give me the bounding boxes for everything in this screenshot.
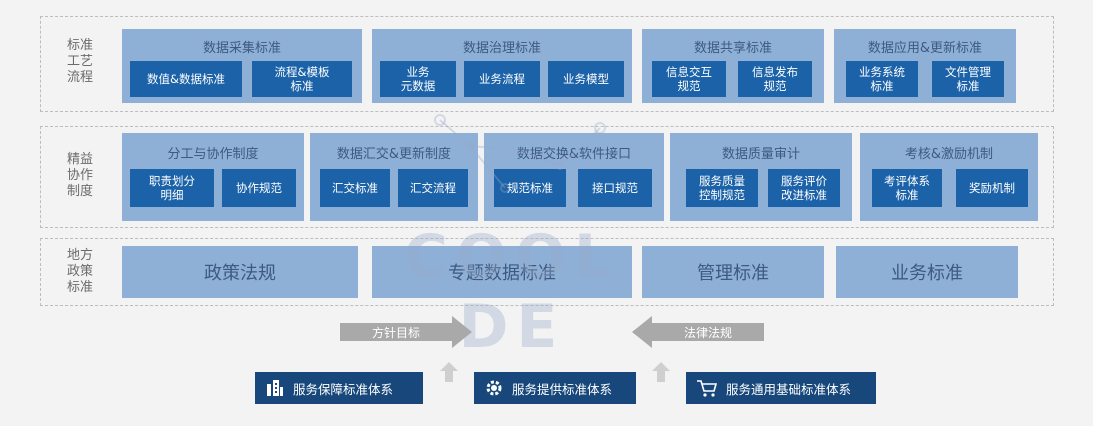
chip-info-release-spec: 信息发布 规范 xyxy=(738,61,812,97)
service-guarantee-system: 服务保障标准体系 xyxy=(255,372,423,404)
collab-row-label: 精益 协作 制度 xyxy=(66,152,93,199)
chip-service-evaluation: 服务评价 改进标准 xyxy=(768,169,840,207)
chip-value-data-standard: 数值&数据标准 xyxy=(130,61,242,97)
group-data-governance: 数据治理标准 业务 元数据 业务流程 业务模型 xyxy=(372,29,632,103)
group-title: 考核&激励机制 xyxy=(904,147,994,162)
management-standard: 管理标准 xyxy=(642,246,824,298)
cart-icon xyxy=(697,380,718,397)
arrow-left-shape xyxy=(632,316,764,348)
service-provision-system: 服务提供标准体系 xyxy=(474,372,636,404)
group-data-exchange: 数据交换&软件接口 规范标准 接口规范 xyxy=(484,133,664,221)
group-data-submission: 数据汇交&更新制度 汇交标准 汇交流程 xyxy=(310,133,478,221)
group-title: 数据交换&软件接口 xyxy=(516,147,632,162)
arrow-left-label: 法律法规 xyxy=(683,325,732,340)
chip-business-model: 业务模型 xyxy=(548,61,624,97)
chip-submission-standard: 汇交标准 xyxy=(320,169,390,207)
chip-info-exchange-spec: 信息交互 规范 xyxy=(652,61,726,97)
group-data-sharing: 数据共享标准 信息交互 规范 信息发布 规范 xyxy=(642,29,824,103)
building-icon xyxy=(267,380,283,396)
chip-submission-process: 汇交流程 xyxy=(398,169,468,207)
service-general-basic-system: 服务通用基础标准体系 xyxy=(686,372,876,404)
arrow-right-shape xyxy=(340,316,472,348)
group-title: 数据共享标准 xyxy=(693,41,772,56)
chip-reward-mechanism: 奖励机制 xyxy=(956,169,1028,207)
arrow-right-label: 方针目标 xyxy=(371,325,420,340)
service-provision-label: 服务提供标准体系 xyxy=(512,381,613,397)
business-standard: 业务标准 xyxy=(836,246,1018,298)
service-general-basic-label: 服务通用基础标准体系 xyxy=(726,381,852,397)
up-arrow-icon xyxy=(652,362,670,382)
group-data-collection: 数据采集标准 数值&数据标准 流程&模板 标准 xyxy=(122,29,362,103)
thematic-data-standard: 专题数据标准 xyxy=(372,246,632,298)
chip-business-metadata: 业务 元数据 xyxy=(380,61,456,97)
policy-row-label: 地方 政策 标准 xyxy=(66,248,93,295)
chip-spec-standard: 规范标准 xyxy=(494,169,566,207)
chip-collaboration-spec: 协作规范 xyxy=(222,169,296,207)
chip-file-management-standard: 文件管理 标准 xyxy=(932,61,1004,97)
process-row-label: 标准 工艺 流程 xyxy=(66,38,93,85)
chip-responsibility-details: 职责划分 明细 xyxy=(130,169,214,207)
chip-business-process: 业务流程 xyxy=(464,61,540,97)
chip-business-system-standard: 业务系统 标准 xyxy=(846,61,918,97)
chip-interface-spec: 接口规范 xyxy=(578,169,652,207)
group-title: 数据应用&更新标准 xyxy=(867,41,983,56)
group-title: 数据治理标准 xyxy=(462,41,541,56)
group-title: 数据汇交&更新制度 xyxy=(336,147,452,162)
policy-regulations: 政策法规 xyxy=(122,246,358,298)
service-guarantee-label: 服务保障标准体系 xyxy=(293,381,394,397)
gear-icon xyxy=(486,380,502,396)
group-title: 分工与协作制度 xyxy=(167,147,259,162)
group-division-collaboration: 分工与协作制度 职责划分 明细 协作规范 xyxy=(122,133,304,221)
group-data-application: 数据应用&更新标准 业务系统 标准 文件管理 标准 xyxy=(834,29,1016,103)
group-data-quality-audit: 数据质量审计 服务质量 控制规范 服务评价 改进标准 xyxy=(670,133,852,221)
group-title: 数据采集标准 xyxy=(202,41,281,56)
up-arrow-icon xyxy=(440,362,458,382)
group-title: 数据质量审计 xyxy=(721,147,800,162)
chip-evaluation-system: 考评体系 标准 xyxy=(872,169,942,207)
chip-process-template-standard: 流程&模板 标准 xyxy=(252,61,352,97)
group-assessment-incentive: 考核&激励机制 考评体系 标准 奖励机制 xyxy=(860,133,1038,221)
chip-service-quality-control: 服务质量 控制规范 xyxy=(686,169,758,207)
